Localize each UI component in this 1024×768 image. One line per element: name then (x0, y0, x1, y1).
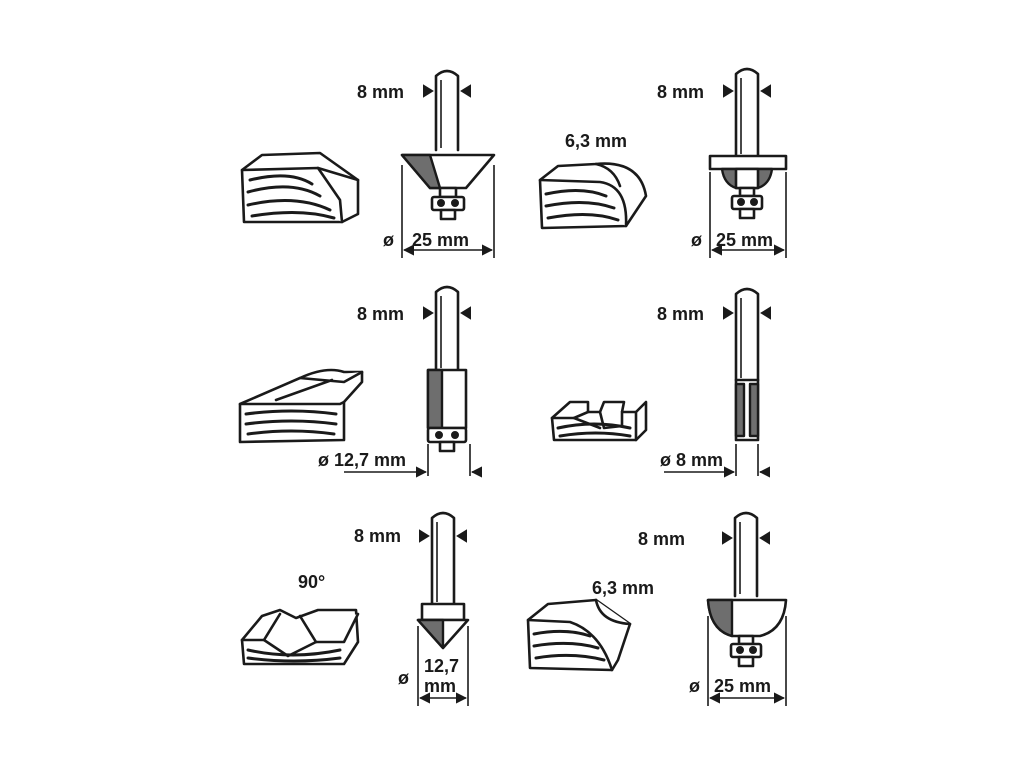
straight-diameter-label: ø 8 mm (660, 450, 723, 470)
v-groove-bit-drawing (416, 511, 470, 650)
cove-shank-dimension: 8 mm (638, 529, 770, 549)
roundover-diameter-symbol: ø (691, 230, 702, 250)
v-groove-wood-sample: 90° (240, 572, 360, 666)
v-groove-bit: 90° 8 mm ø 12,7 mm (240, 511, 470, 706)
straight-bit-drawing (734, 287, 760, 442)
v-groove-shank-label: 8 mm (354, 526, 401, 546)
roundover-bit-drawing (708, 67, 788, 220)
flush-trim-diameter-dimension: ø 12,7 mm (318, 444, 483, 478)
straight-wood-sample (550, 400, 648, 442)
roundover-diameter-dimension: ø 25 mm (691, 172, 787, 258)
v-groove-shank-dimension: 8 mm (354, 526, 467, 546)
cove-shank-label: 8 mm (638, 529, 685, 549)
flush-trim-bit-drawing (426, 285, 468, 453)
cove-bit-drawing (706, 511, 788, 668)
roundover-shank-dimension: 8 mm (657, 82, 771, 102)
v-groove-diameter-symbol: ø (398, 668, 409, 688)
flush-trim-shank-dimension: 8 mm (357, 304, 471, 324)
roundover-shank-label: 8 mm (657, 82, 704, 102)
v-groove-angle-label: 90° (298, 572, 325, 592)
chamfer-bit: 8 mm ø 25 mm (240, 69, 496, 258)
cove-wood-sample: 6,3 mm (526, 578, 654, 672)
chamfer-shank-label: 8 mm (357, 82, 404, 102)
flush-trim-shank-label: 8 mm (357, 304, 404, 324)
roundover-bit: 6,3 mm 8 mm ø 25 mm (538, 67, 788, 258)
chamfer-diameter-dimension: ø 25 mm (383, 165, 495, 258)
chamfer-diameter-symbol: ø (383, 230, 394, 250)
cove-diameter-symbol: ø (689, 676, 700, 696)
flush-trim-wood-sample (238, 368, 364, 444)
roundover-diameter-label: 25 mm (716, 230, 773, 250)
chamfer-bit-drawing (400, 69, 496, 221)
flush-trim-bit: 8 mm ø 12,7 mm (238, 285, 483, 478)
chamfer-diameter-label: 25 mm (412, 230, 469, 250)
roundover-profile-label: 6,3 mm (565, 131, 627, 151)
cove-profile-label: 6,3 mm (592, 578, 654, 598)
roundover-wood-sample: 6,3 mm (538, 131, 648, 230)
cove-diameter-dimension: ø 25 mm (689, 616, 787, 706)
v-groove-diameter-unit: mm (424, 676, 456, 696)
chamfer-shank-dimension: 8 mm (357, 82, 471, 102)
cove-bit: 6,3 mm 8 mm ø 25 mm (526, 511, 788, 706)
cove-diameter-label: 25 mm (714, 676, 771, 696)
straight-shank-dimension: 8 mm (657, 304, 771, 324)
v-groove-diameter-value: 12,7 (424, 656, 459, 676)
flush-trim-diameter-label: ø 12,7 mm (318, 450, 406, 470)
chamfer-wood-sample (240, 151, 360, 224)
straight-shank-label: 8 mm (657, 304, 704, 324)
straight-diameter-dimension: ø 8 mm (660, 444, 771, 478)
v-groove-diameter-dimension: ø 12,7 mm (398, 626, 469, 706)
straight-bit: 8 mm ø 8 mm (550, 287, 771, 478)
